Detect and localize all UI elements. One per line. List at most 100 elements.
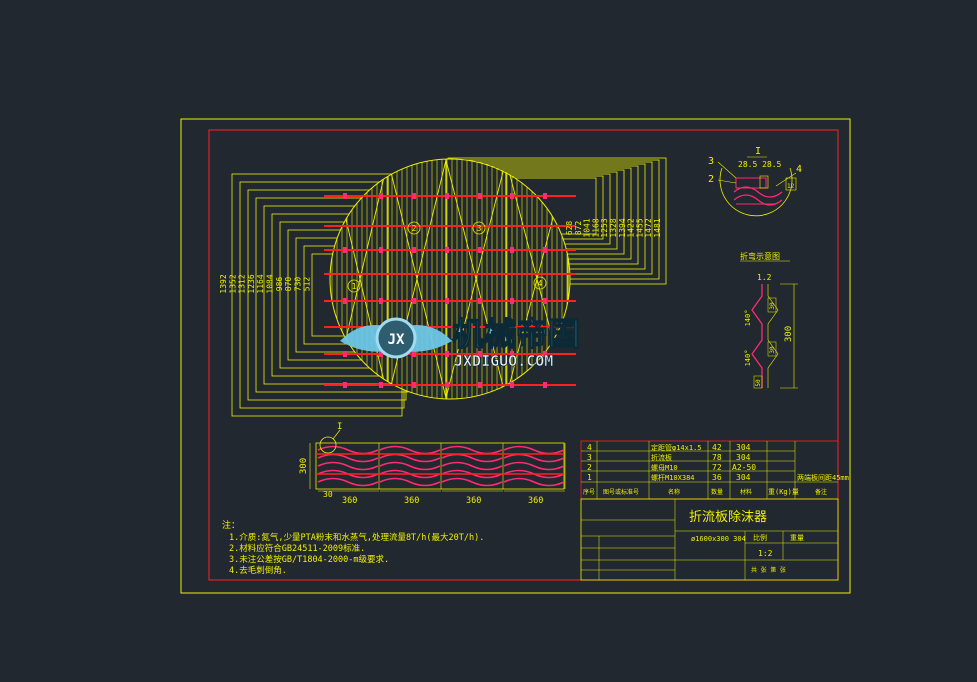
scale-label: 比例 — [753, 533, 767, 542]
plan-right-dim: 1168 — [591, 218, 600, 237]
bom-row-3-no: 2 — [587, 463, 592, 472]
section-baffle-waves — [317, 443, 566, 489]
baffle-wave — [379, 461, 441, 471]
balloon-4 — [533, 276, 547, 290]
profile-angle-1: 140° — [744, 310, 752, 327]
bom-header-qty: 数量 — [711, 488, 723, 496]
plan-right-dim: 1422 — [627, 218, 636, 237]
bolt-mark — [445, 193, 449, 199]
bolt-mark — [543, 382, 547, 388]
bolt-mark — [478, 247, 482, 253]
baffle-wave — [441, 461, 503, 471]
plan-left-dim: 730 — [293, 277, 302, 292]
plan-bolt-marks — [343, 193, 547, 388]
bom-header-name: 名称 — [668, 488, 680, 496]
note-1: 1.介质:氮气,少量PTA粉末和水蒸气,处理流量8T/h(最大20T/h). — [229, 532, 484, 543]
bend-profile: 折弯示意图 1.2 300 140° 140° 30 30 50 — [740, 251, 798, 389]
plan-right-dim: 1472 — [644, 218, 653, 237]
detail-balloon-3: 3 — [708, 156, 714, 167]
bom-row-3-name: 螺母M10 — [651, 463, 678, 472]
bom-header-remark: 备注 — [815, 488, 827, 496]
baffle-wave — [317, 453, 379, 463]
weight-label: 重量 — [790, 534, 804, 542]
bolt-mark — [543, 247, 547, 253]
section-detail-callout — [319, 436, 337, 454]
bolt-mark — [445, 247, 449, 253]
sheet-label: 共 张 第 张 — [751, 566, 786, 574]
baffle-wave — [503, 453, 565, 463]
baffle-wave — [379, 477, 441, 487]
bom-row-2-name: 折流板 — [651, 453, 672, 462]
brace-line — [445, 159, 507, 399]
bolt-mark — [412, 351, 416, 357]
logo-domain: JXDIGUO.COM — [454, 352, 553, 370]
bolt-mark — [543, 298, 547, 304]
balloon-2 — [407, 221, 421, 235]
bolt-mark — [343, 193, 347, 199]
bolt-mark — [445, 351, 449, 357]
bom-row-3-mat: A2-50 — [732, 463, 756, 472]
bom-header-mat: 材料 — [740, 488, 752, 496]
balloon-3 — [472, 221, 486, 235]
bill-of-materials: 4 定距管φ14x1.5 42 304 3 折流板 78 304 2 螺母M10… — [580, 440, 849, 500]
title-block: 折流板除沫器 ø1600x300 304 比例 重量 1:2 共 张 第 张 — [580, 498, 839, 581]
bolt-mark — [478, 382, 482, 388]
plan-right-dim: 628 — [565, 221, 574, 236]
baffle-wave — [317, 461, 379, 471]
bolt-mark — [510, 382, 514, 388]
bom-row-1-no: 4 — [587, 443, 592, 452]
detail-label: I — [755, 146, 761, 157]
logo-chinese: 机械帝国 — [452, 315, 580, 353]
baffle-wave — [441, 477, 503, 487]
plan-left-dim: 1312 — [238, 274, 247, 293]
baffle-wave — [441, 453, 503, 463]
bolt-mark — [543, 351, 547, 357]
bolt-mark — [343, 247, 347, 253]
bolt-mark — [543, 193, 547, 199]
plan-left-dim: 1236 — [247, 274, 256, 293]
baffle-wave — [379, 453, 441, 463]
drawing-scale: 1:2 — [758, 549, 773, 558]
plan-outline-circle — [329, 158, 571, 400]
plan-right-dim: 1481 — [653, 218, 662, 237]
balloon-4-label: 4 — [538, 279, 543, 288]
baffle-wave — [503, 445, 565, 455]
plan-right-dim: 1394 — [618, 218, 627, 237]
bom-row-4-no: 1 — [587, 473, 592, 482]
bom-row-2-no: 3 — [587, 453, 592, 462]
bolt-mark — [379, 247, 383, 253]
outer-frame — [180, 118, 851, 594]
detail-I: I 28.5 28.5 3 2 4 12 — [708, 146, 802, 217]
section-callout-label: I — [337, 422, 342, 432]
plan-right-dim: 872 — [574, 221, 583, 236]
bom-weight-unit: 重(Kg)量 — [768, 488, 799, 496]
bom-row-2-qty: 78 — [712, 453, 722, 462]
detail-balloon-4: 4 — [796, 164, 802, 175]
bolt-mark — [478, 298, 482, 304]
watermark-logo: JX 机械帝国 JXDIGUO.COM — [340, 314, 581, 370]
plan-right-dim: 1455 — [635, 218, 644, 237]
segment-dim: 360 — [404, 496, 419, 506]
bom-row-2-mat: 304 — [736, 453, 751, 462]
bolt-mark — [379, 351, 383, 357]
plan-tie-rods — [324, 195, 576, 386]
bolt-mark — [510, 298, 514, 304]
profile-title: 折弯示意图 — [740, 251, 780, 261]
balloon-1 — [347, 279, 361, 293]
plan-left-dim: 986 — [275, 277, 284, 292]
bolt-mark — [412, 193, 416, 199]
segment-dim: 360 — [466, 496, 481, 506]
bolt-mark — [510, 247, 514, 253]
bom-row-4-mat: 304 — [736, 473, 751, 482]
profile-thickness: 1.2 — [757, 273, 772, 282]
balloon-3-label: 3 — [477, 224, 482, 233]
plan-left-dim: 1352 — [228, 274, 237, 293]
baffle-wave — [317, 477, 379, 487]
drawing-spec: ø1600x300 304 — [691, 535, 746, 543]
bolt-mark — [343, 382, 347, 388]
bolt-mark — [412, 247, 416, 253]
